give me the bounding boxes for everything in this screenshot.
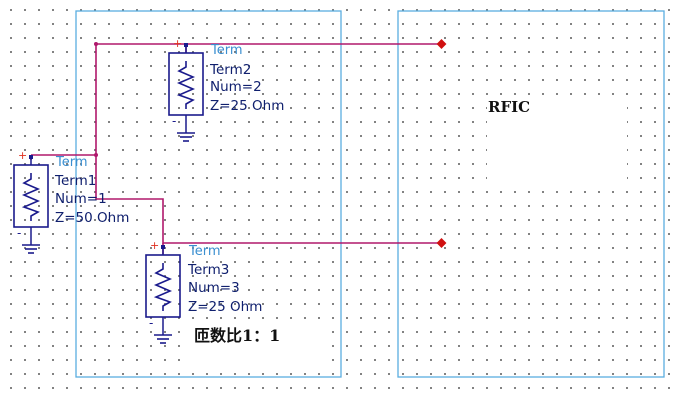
term3-name: Term3 <box>187 262 229 278</box>
term1-symbol[interactable] <box>13 148 49 254</box>
rfic-note-text: RFIC <box>488 98 531 116</box>
term2-name: Term2 <box>209 62 251 78</box>
resistor-icon <box>13 148 49 254</box>
term1-num: Num=1 <box>55 191 107 207</box>
rfic-group-box <box>397 10 665 378</box>
wire-mid[interactable] <box>95 155 441 244</box>
port-out-2[interactable] <box>436 238 447 248</box>
term2-num: Num=2 <box>210 79 262 95</box>
term3-type-label: Term <box>188 244 221 259</box>
term3-impedance: Z=25 Ohm <box>188 299 262 315</box>
left-group-box <box>75 10 342 378</box>
term3-num: Num=3 <box>188 280 240 296</box>
resistor-icon <box>145 238 181 344</box>
junction-mid <box>94 153 98 157</box>
resistor-icon <box>168 36 204 142</box>
term1-impedance: Z=50 Ohm <box>55 210 129 226</box>
port-out-1[interactable] <box>436 39 447 49</box>
rfic-note[interactable]: RFIC <box>487 97 627 179</box>
term1-name: Term1 <box>54 173 96 189</box>
term1-type-label: Term <box>55 155 88 170</box>
term2-type-label: Term <box>210 43 243 58</box>
term3-symbol[interactable] <box>145 238 181 344</box>
junction-top <box>94 42 98 46</box>
turns-ratio-text: 匝数比1：1 <box>194 326 281 345</box>
term2-symbol[interactable] <box>168 36 204 142</box>
turns-ratio-note[interactable]: 匝数比1：1 <box>192 321 323 366</box>
term2-impedance: Z=25 Ohm <box>210 98 284 114</box>
